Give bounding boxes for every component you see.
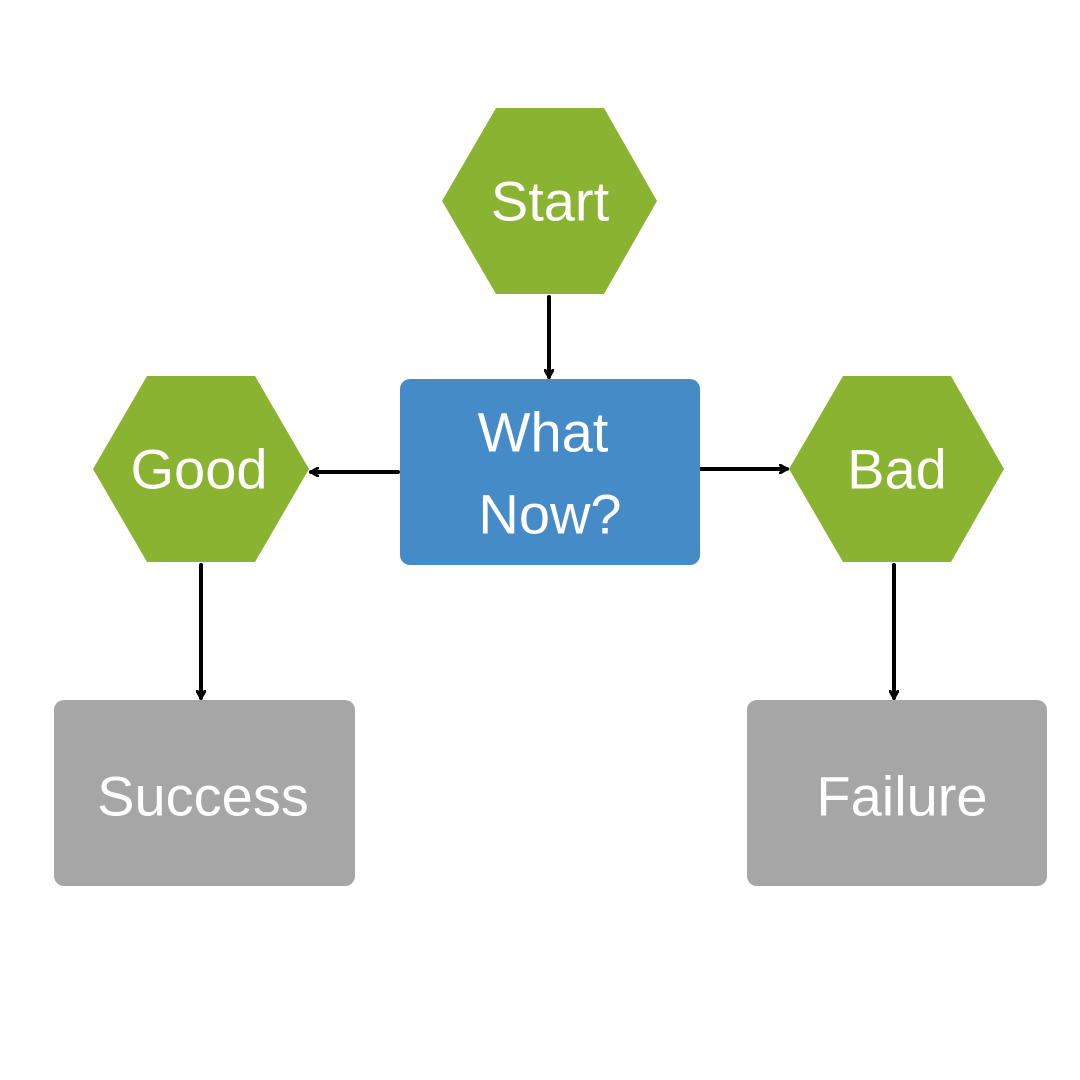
decision-box-shape [400,379,700,565]
good-label: Good [131,438,268,501]
decision-label-line1: What [478,401,609,464]
bad-hexagon-shape [789,376,1004,562]
decision-label-line2: Now? [478,483,621,546]
start-label: Start [491,170,610,233]
success-node: Success [54,700,355,886]
bad-node: Bad [789,376,1004,562]
failure-label: Failure [816,765,987,828]
start-node: Start [442,108,657,294]
failure-node: Failure [747,700,1047,886]
decision-node: What Now? [400,379,700,565]
good-hexagon-shape [93,376,309,562]
good-node: Good [93,376,309,562]
success-box-shape [54,700,355,886]
start-hexagon-shape [442,108,657,294]
bad-label: Bad [847,438,947,501]
success-label: Success [97,765,309,828]
failure-box-shape [747,700,1047,886]
